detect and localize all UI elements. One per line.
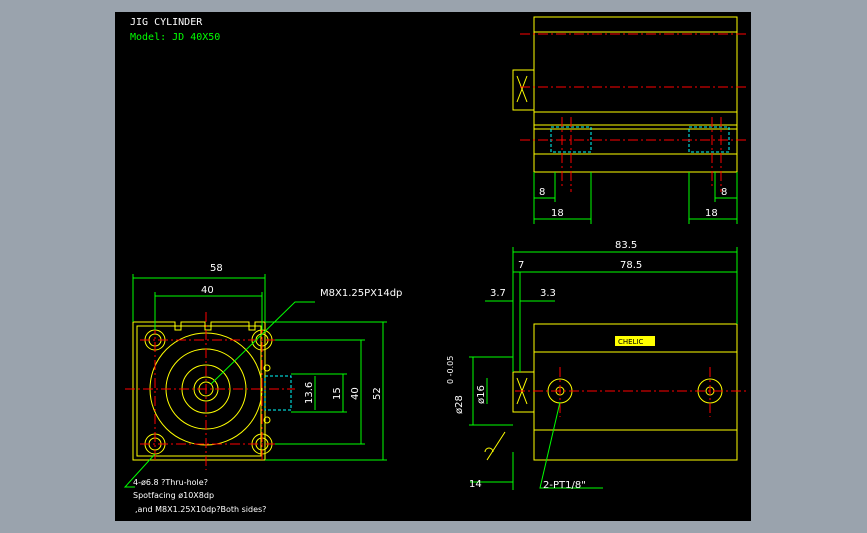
dim-port-height: 15: [332, 387, 343, 400]
note-thread-both-sides: ,and M8X1.25X10dp?Both sides?: [135, 505, 266, 514]
dim-left-large: 18: [551, 208, 564, 219]
label-plate: [615, 336, 655, 346]
side-view: [469, 247, 747, 490]
dim-width-holes: 40: [201, 285, 214, 296]
dim-left-b: 3.3: [540, 288, 556, 299]
cad-drawing: JIG CYLINDER Model: JD 40X50: [123, 16, 747, 514]
top-view-lower-body: [533, 124, 738, 173]
top-view: [512, 16, 747, 224]
label-plate-text: CHELIC: [618, 338, 644, 346]
dim-bore-tolerance: 0 -0.05: [446, 356, 455, 384]
note-spotfacing: Spotfacing ø10X8dp: [133, 491, 214, 500]
cad-viewport[interactable]: JIG CYLINDER Model: JD 40X50: [115, 12, 751, 521]
callout-thread: M8X1.25PX14dp: [320, 288, 402, 299]
side-view-rod-end: [512, 371, 535, 413]
drawing-title: JIG CYLINDER: [130, 17, 203, 28]
dim-port-inner: 13.6: [304, 382, 315, 404]
dim-left-small: 8: [539, 187, 545, 198]
dim-offset: 7: [518, 260, 524, 271]
dim-bore-dia: ø28: [454, 395, 465, 414]
front-view-port: [264, 375, 292, 411]
dim-rod-end: 14: [469, 479, 482, 490]
top-view-rod-end: [512, 69, 535, 111]
dim-body: 78.5: [620, 260, 642, 271]
dim-width-outer: 58: [210, 263, 223, 274]
front-view-body: [132, 321, 266, 461]
dim-right-small: 8: [721, 187, 727, 198]
port-callout: 2-PT1/8": [543, 480, 586, 491]
dim-left-a: 3.7: [490, 288, 506, 299]
dim-right-large: 18: [705, 208, 718, 219]
note-holes: 4-ø6.8 ?Thru-hole?: [133, 478, 208, 487]
dim-rod-dia: ø16: [476, 385, 487, 404]
dim-overall: 83.5: [615, 240, 637, 251]
dim-height-holes: 40: [350, 387, 361, 400]
front-view: [123, 274, 387, 488]
drawing-model: Model: JD 40X50: [130, 32, 220, 43]
dim-height-outer: 52: [372, 387, 383, 400]
